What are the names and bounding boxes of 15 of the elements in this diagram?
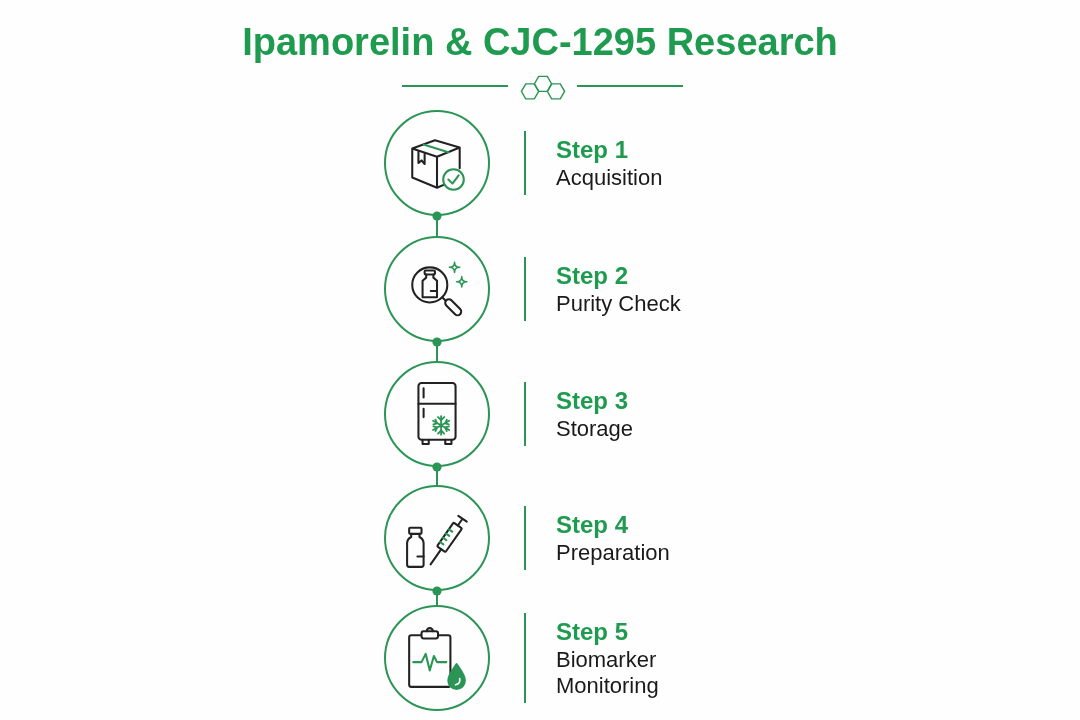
connector-line: [432, 586, 442, 606]
step-number: Step 2: [556, 261, 629, 291]
title: Ipamorelin & CJC-1295 Research: [242, 20, 838, 65]
connector-line: [432, 337, 442, 362]
step-number: Step 1: [556, 135, 629, 165]
step-title: Biomarker Monitoring: [556, 647, 660, 699]
step-title: Preparation: [556, 540, 670, 566]
step-number: Step 5: [556, 617, 629, 647]
step-number: Step 3: [556, 386, 629, 416]
connector-line: [432, 462, 442, 486]
step-title: Purity Check: [556, 291, 681, 317]
step-title: Storage: [556, 416, 634, 442]
connector-line: [432, 211, 442, 237]
step-title: Acquisition: [556, 165, 663, 191]
step-number: Step 4: [556, 510, 629, 540]
